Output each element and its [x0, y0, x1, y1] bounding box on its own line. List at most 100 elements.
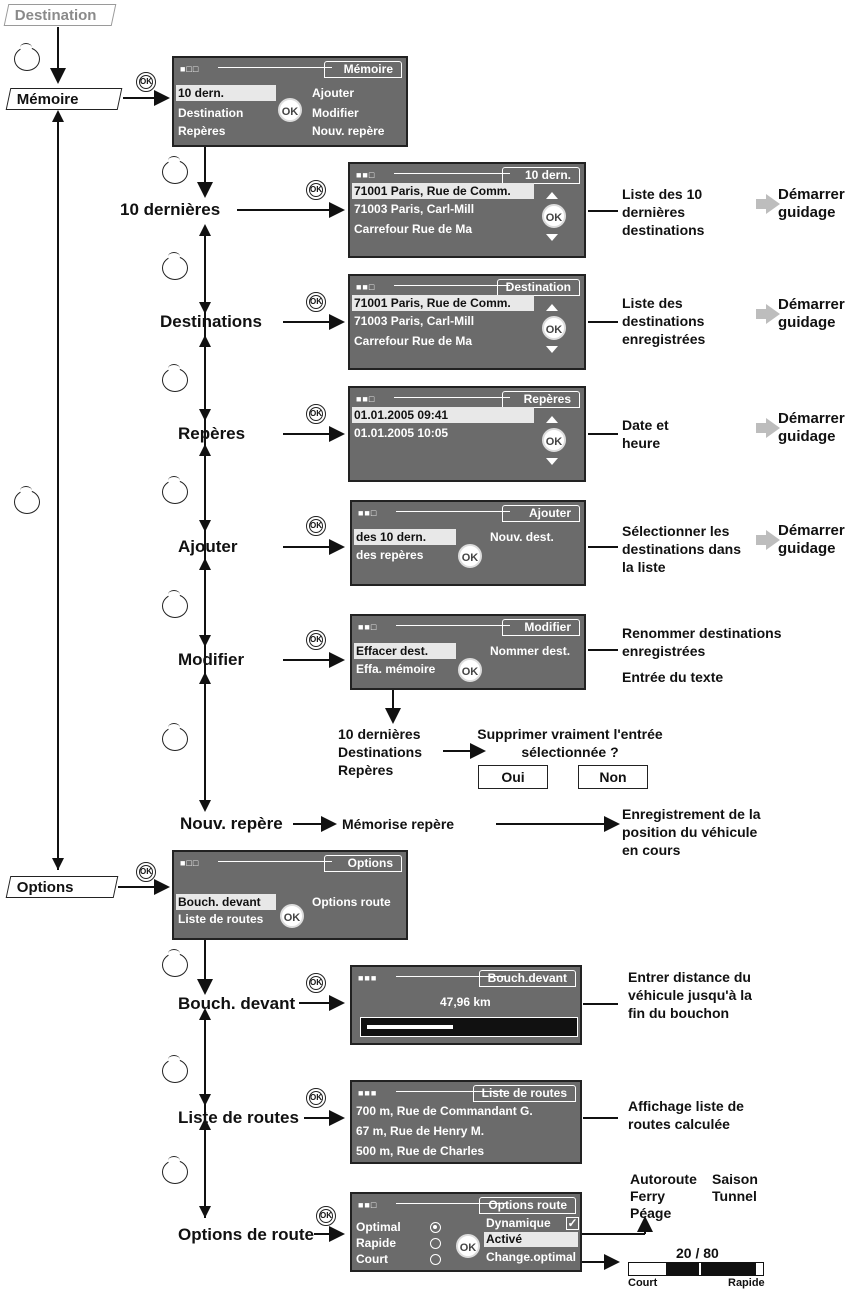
list-item[interactable]: Carrefour Rue de Ma	[354, 334, 473, 348]
ok-button[interactable]: OK	[456, 1234, 480, 1258]
item-10-dernieres[interactable]: 10 dernières	[120, 200, 221, 219]
note-routes: Affichage liste de routes calculée	[628, 1098, 744, 1132]
start-guidance[interactable]: Démarrer guidage	[778, 522, 845, 557]
menu-item[interactable]: Nouv. dest.	[490, 530, 554, 544]
avoid-option: Tunnel	[712, 1188, 757, 1204]
destination-tag[interactable]: Destination	[3, 4, 117, 26]
list-item[interactable]: 71003 Paris, Carl-Mill	[354, 314, 475, 328]
route-options-screen: ■■□ Options route Optimal Rapide Court O…	[350, 1192, 582, 1272]
item-modifier[interactable]: Modifier	[178, 650, 245, 669]
ajouter-screen: ■■□ Ajouter des 10 dern. des repères OK …	[350, 500, 586, 586]
rotary-knob-icon	[162, 590, 188, 618]
screen-title: Liste de routes	[472, 1085, 576, 1102]
menu-item[interactable]: Bouch. devant	[178, 895, 261, 909]
screen-title: Options route	[479, 1197, 576, 1214]
options-tag[interactable]: Options	[5, 876, 119, 898]
menu-item[interactable]: des 10 dern.	[356, 530, 427, 544]
menu-item[interactable]: Nommer dest.	[490, 644, 571, 658]
item-liste-routes[interactable]: Liste de routes	[178, 1108, 299, 1127]
ok-press-icon: OK	[306, 973, 326, 993]
list-item[interactable]: Carrefour Rue de Ma	[354, 222, 473, 236]
menu-item[interactable]: Effa. mémoire	[356, 662, 436, 676]
start-guidance[interactable]: Démarrer guidage	[778, 410, 845, 445]
list-item[interactable]: 67 m, Rue de Henry M.	[356, 1124, 485, 1138]
list-item[interactable]: 500 m, Rue de Charles	[356, 1144, 485, 1158]
ok-button[interactable]: OK	[458, 544, 482, 568]
list-item[interactable]: 700 m, Rue de Commandant G.	[356, 1104, 533, 1118]
rotary-knob-icon	[162, 364, 188, 392]
scroll-down-icon[interactable]	[546, 234, 558, 241]
menu-item[interactable]: Modifier	[312, 106, 359, 120]
item-destinations[interactable]: Destinations	[160, 312, 263, 331]
item-bouch-devant[interactable]: Bouch. devant	[178, 994, 296, 1013]
rotary-knob-icon	[162, 1156, 188, 1184]
menu-item[interactable]: Repères	[178, 124, 226, 138]
ok-button[interactable]: OK	[278, 98, 302, 122]
rotary-knob-icon	[14, 43, 40, 71]
item-reperes[interactable]: Repères	[178, 424, 246, 443]
list-item[interactable]: 71001 Paris, Rue de Comm.	[354, 296, 511, 310]
list-item[interactable]: 71001 Paris, Rue de Comm.	[354, 184, 511, 198]
dynamic-option[interactable]: Dynamique	[486, 1216, 551, 1230]
scroll-up-icon[interactable]	[546, 416, 558, 423]
start-guidance[interactable]: Démarrer guidage	[778, 296, 845, 331]
ok-button[interactable]: OK	[458, 658, 482, 682]
rotary-knob-icon	[162, 723, 188, 751]
dynamic-checkbox[interactable]: ✓	[566, 1216, 579, 1230]
route-slider[interactable]	[628, 1262, 764, 1276]
list-item[interactable]: 01.01.2005 10:05	[354, 426, 449, 440]
ok-press-icon: OK	[306, 404, 326, 424]
slider-marker	[699, 1263, 701, 1275]
route-mode[interactable]: Court	[356, 1252, 388, 1266]
scroll-down-icon[interactable]	[546, 346, 558, 353]
route-mode[interactable]: Optimal	[356, 1220, 401, 1234]
menu-item[interactable]: Options route	[312, 895, 391, 909]
menu-item[interactable]: Nouv. repère	[312, 124, 385, 138]
item-ajouter[interactable]: Ajouter	[178, 537, 238, 556]
item-nouv-repere[interactable]: Nouv. repère	[180, 814, 283, 833]
route-mode[interactable]: Rapide	[356, 1236, 397, 1250]
screen-title: Ajouter	[502, 505, 580, 522]
ok-button[interactable]: OK	[542, 316, 566, 340]
menu-item[interactable]: Effacer dest.	[356, 644, 429, 658]
note-newrep: Enregistrement de la position du véhicul…	[622, 806, 761, 858]
active-option[interactable]: Activé	[486, 1232, 523, 1246]
distance-bar[interactable]	[360, 1017, 578, 1037]
screen-title: Destination	[496, 279, 580, 296]
change-optimal-option[interactable]: Change.optimal	[486, 1250, 577, 1264]
note-dest: Liste des destinations enregistrées	[622, 295, 706, 347]
memoire-tag[interactable]: Mémoire	[5, 88, 123, 110]
go-arrow-icon	[756, 418, 780, 438]
scroll-up-icon[interactable]	[546, 304, 558, 311]
menu-item[interactable]: Destination	[178, 106, 244, 120]
yes-button[interactable]: Oui	[478, 765, 548, 789]
list-item[interactable]: 71003 Paris, Carl-Mill	[354, 202, 475, 216]
menu-item[interactable]: 10 dern.	[178, 86, 225, 100]
screen-title: Options	[324, 855, 402, 872]
start-guidance[interactable]: Démarrer guidage	[778, 186, 845, 221]
radio-court[interactable]	[430, 1254, 441, 1265]
radio-optimal[interactable]	[430, 1222, 441, 1233]
ok-button[interactable]: OK	[542, 428, 566, 452]
radio-rapide[interactable]	[430, 1238, 441, 1249]
ok-press-icon: OK	[306, 180, 326, 200]
item-options-route[interactable]: Options de route	[178, 1225, 314, 1244]
scroll-down-icon[interactable]	[546, 458, 558, 465]
no-button[interactable]: Non	[578, 765, 648, 789]
note-rep: Date et heure	[622, 417, 669, 451]
list-item[interactable]: 01.01.2005 09:41	[354, 408, 449, 422]
ok-press-icon: OK	[306, 1088, 326, 1108]
go-arrow-icon	[756, 304, 780, 324]
screen-title: 10 dern.	[502, 167, 580, 184]
menu-item[interactable]: Liste de routes	[178, 912, 264, 926]
menu-item[interactable]: des repères	[356, 548, 424, 562]
ok-button[interactable]: OK	[280, 904, 304, 928]
scroll-up-icon[interactable]	[546, 192, 558, 199]
menu-item[interactable]: Ajouter	[312, 86, 354, 100]
avoid-option: Ferry	[630, 1188, 666, 1204]
ok-press-icon: OK	[306, 630, 326, 650]
ok-press-icon: OK	[136, 862, 156, 882]
slider-value: 20 / 80	[676, 1245, 719, 1261]
ok-button[interactable]: OK	[542, 204, 566, 228]
